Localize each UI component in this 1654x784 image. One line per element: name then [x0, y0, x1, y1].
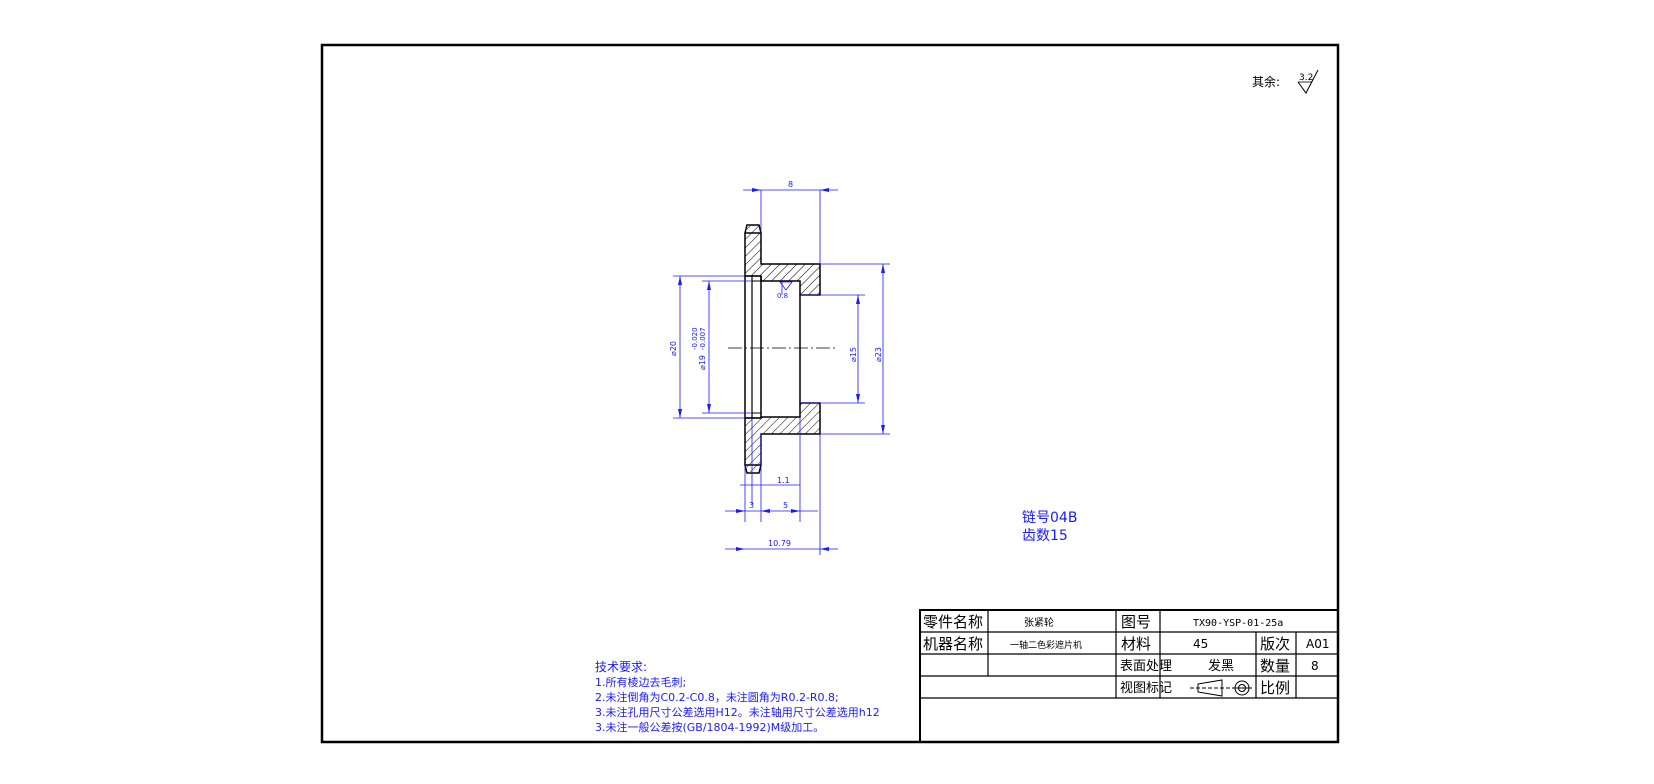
tech-requirements: 技术要求: 1.所有棱边去毛刺; 2.未注倒角为C0.2-C0.8，未注圆角为R…: [595, 660, 880, 734]
machine-name-value: 一轴二色彩遮片机: [1010, 639, 1082, 651]
roughness-note: 其余: 3.2: [1252, 69, 1319, 94]
scale-label: 比例: [1260, 679, 1290, 697]
dim-tol-upper: -0.020: [691, 327, 699, 350]
dim-dia-20: ⌀20: [669, 341, 678, 356]
title-block-text: 零件名称 张紧轮 图号 TX90-YSP-01-25a 机器名称 一轴二色彩遮片…: [923, 613, 1329, 697]
machine-name-label: 机器名称: [923, 635, 983, 653]
quantity-value: 8: [1311, 659, 1319, 673]
view-mark-label: 视图标记: [1120, 681, 1172, 696]
version-label: 版次: [1260, 635, 1290, 653]
surface-label: 表面处理: [1120, 659, 1172, 674]
dimensions: 8 ⌀20 ⌀19 -0.020 -0.007 ⌀15 ⌀23 0.8: [669, 180, 890, 555]
dim-roughness-inner: 0.8: [777, 292, 788, 300]
dim-dia-23: ⌀23: [874, 347, 883, 362]
title-block: [919, 609, 1339, 743]
dim-dia-19: ⌀19: [698, 355, 707, 370]
tech-req-item: 1.所有棱边去毛刺;: [595, 675, 686, 689]
chain-info: 链号04B 齿数15: [1022, 510, 1077, 544]
dim-3: 3: [749, 501, 754, 510]
tech-req-title: 技术要求:: [595, 660, 647, 674]
quantity-label: 数量: [1260, 657, 1290, 675]
dim-tol-lower: -0.007: [699, 327, 707, 350]
tech-req-item: 2.未注倒角为C0.2-C0.8，未注圆角为R0.2-R0.8;: [595, 690, 839, 704]
roughness-note-label: 其余:: [1252, 74, 1280, 89]
tech-req-item: 3.未注孔用尺寸公差选用H12。未注轴用尺寸公差选用h12: [595, 705, 880, 719]
drawing-no-label: 图号: [1121, 613, 1151, 631]
tooth-lower: [744, 464, 762, 474]
surface-value: 发黑: [1208, 658, 1234, 674]
sprocket-section: [728, 224, 835, 474]
material-label: 材料: [1121, 635, 1151, 653]
tooth-upper: [744, 224, 762, 234]
dim-top-width: 8: [788, 180, 793, 189]
part-name-value: 张紧轮: [1024, 616, 1054, 629]
chain-number: 链号04B: [1022, 510, 1077, 526]
roughness-symbol-icon: [1297, 69, 1319, 94]
dim-5: 5: [783, 501, 788, 510]
material-value: 45: [1193, 637, 1208, 651]
version-value: A01: [1306, 637, 1329, 651]
projection-symbol-icon: [1190, 679, 1252, 697]
drawing-no-value: TX90-YSP-01-25a: [1193, 618, 1283, 629]
dim-step-1-1: 1.1: [777, 476, 790, 485]
dim-dia-15: ⌀15: [849, 347, 858, 362]
teeth-count: 齿数15: [1022, 528, 1068, 544]
tech-req-item: 3.未注一般公差按(GB/1804-1992)M级加工。: [595, 720, 824, 734]
part-name-label: 零件名称: [923, 613, 983, 631]
drawing-frame: [320, 43, 1340, 744]
dim-overall: 10.79: [768, 539, 791, 548]
roughness-note-value: 3.2: [1299, 73, 1313, 83]
